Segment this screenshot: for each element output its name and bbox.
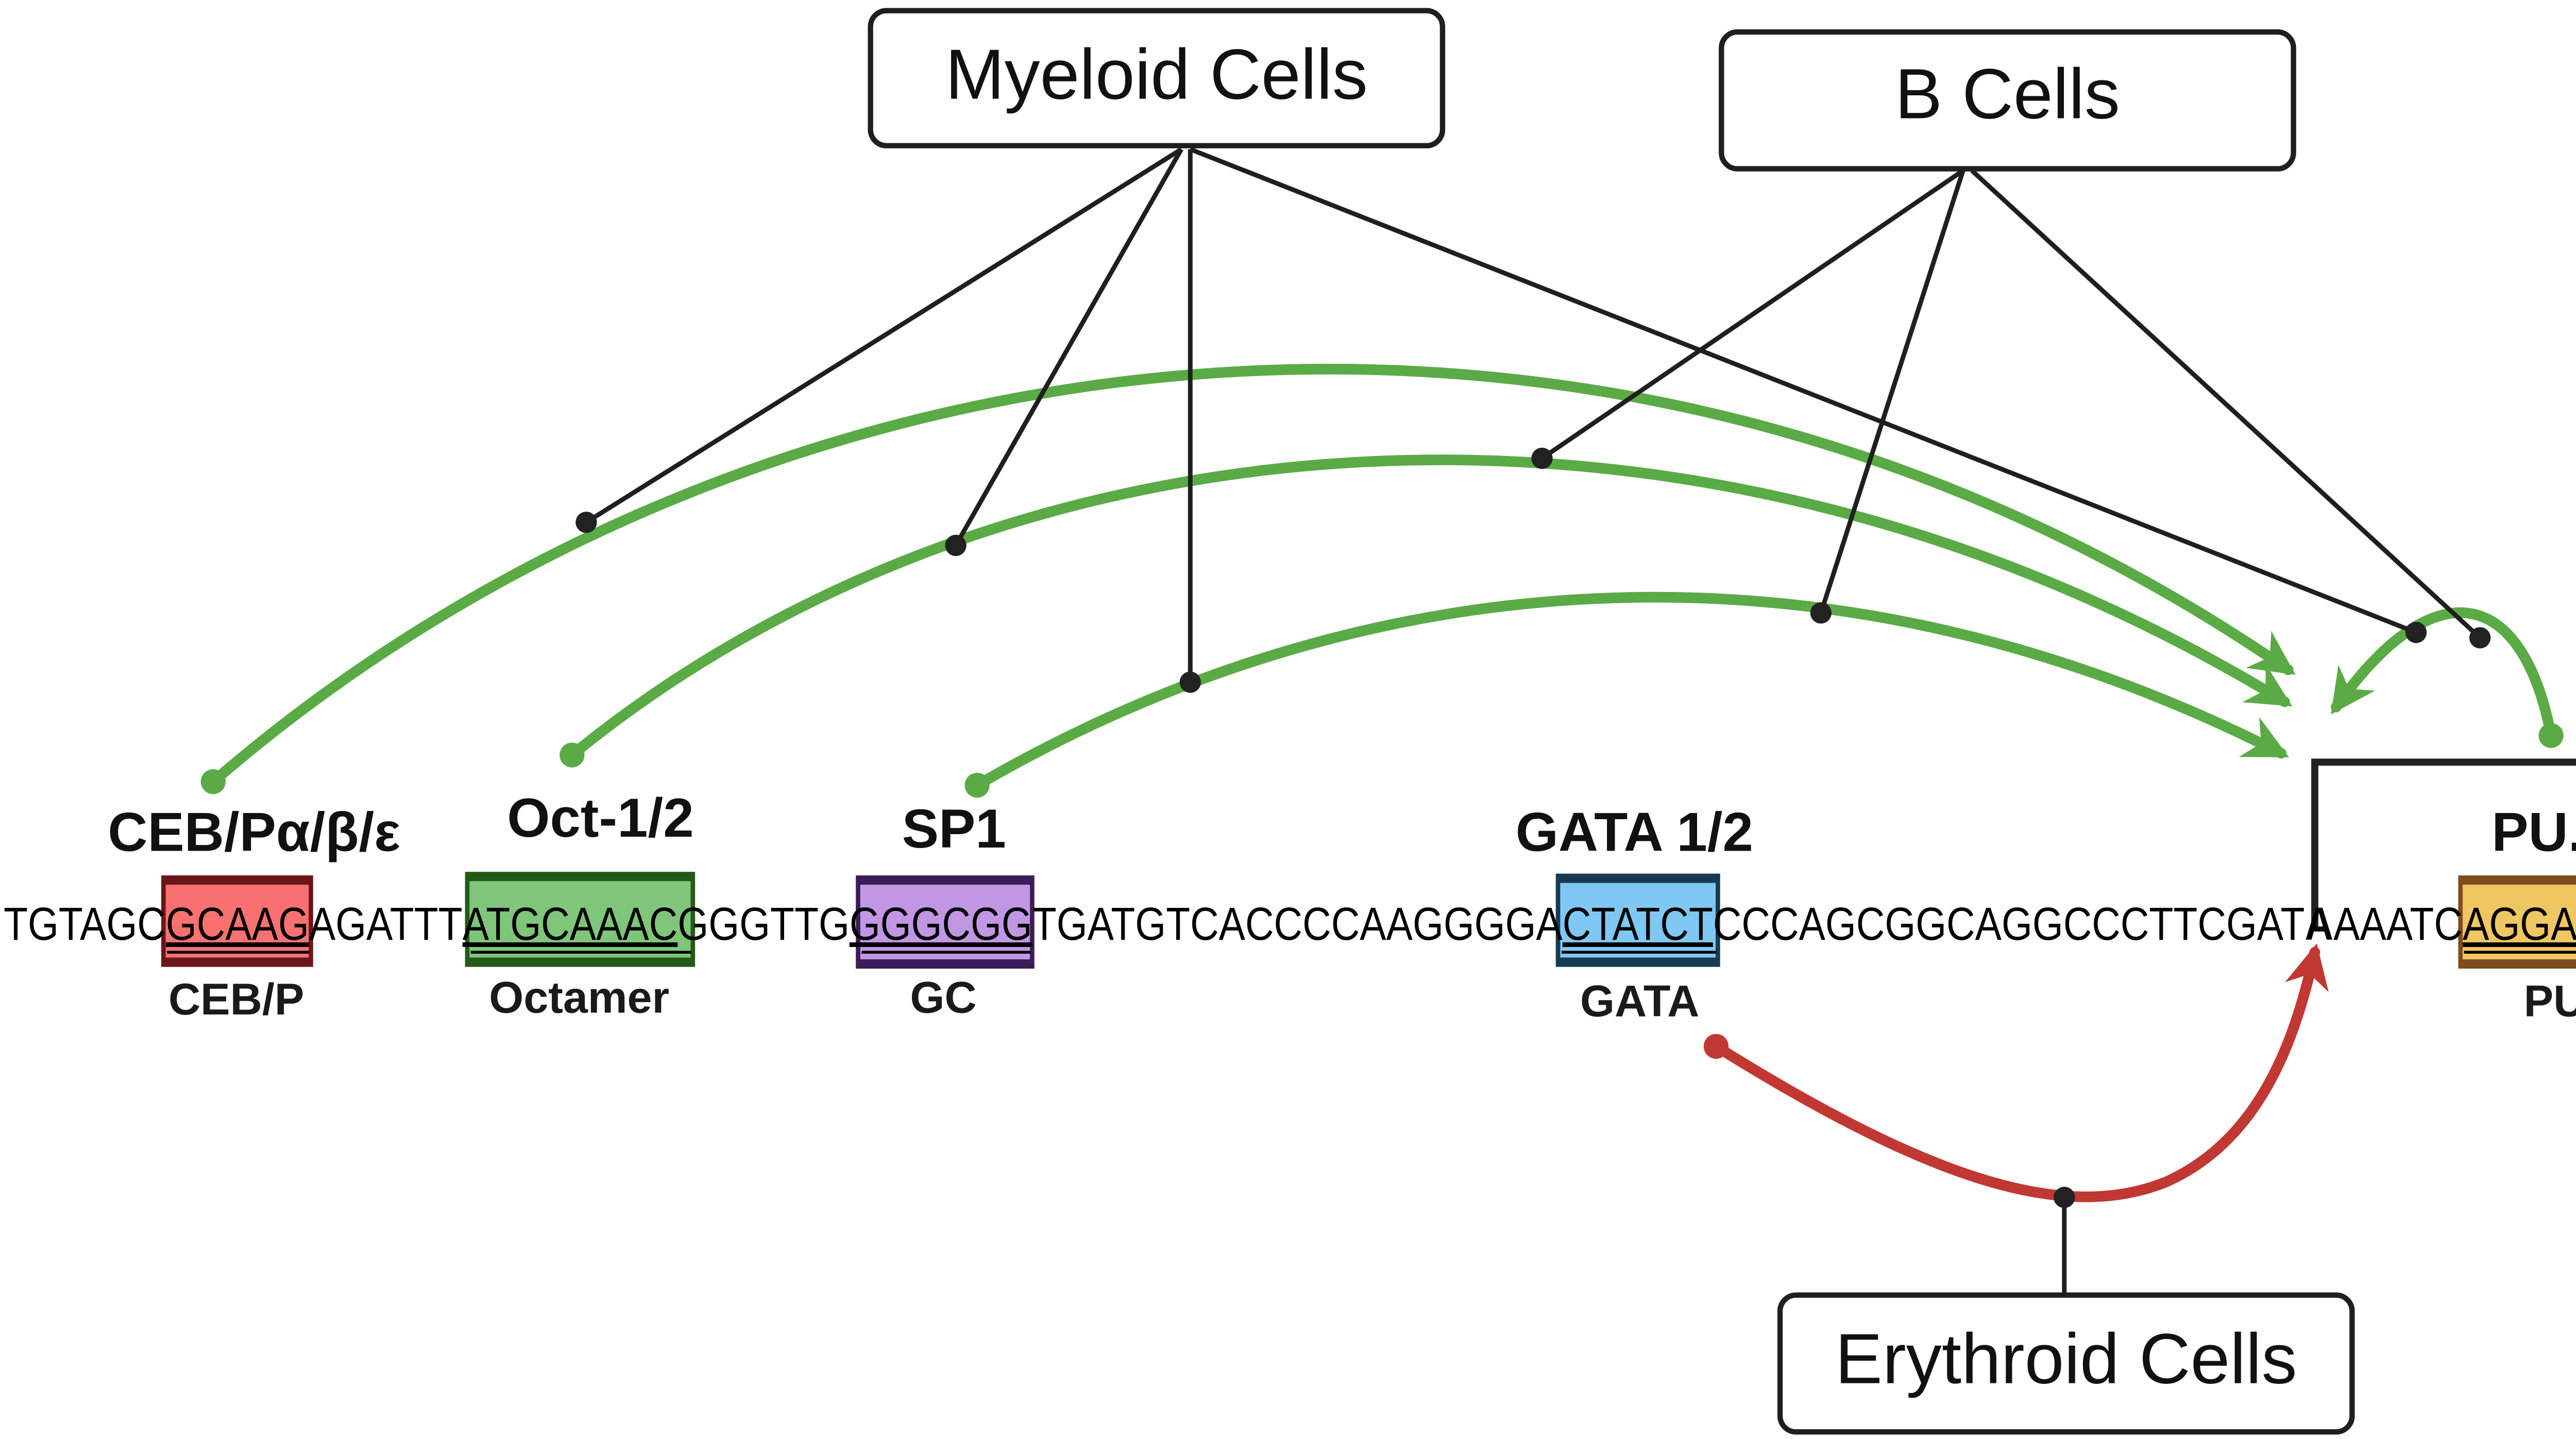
tf-label-pu1: PU.1	[2492, 801, 2576, 863]
node-myeloid-pu1	[2405, 621, 2427, 644]
arc-pu1-start-dot	[2538, 723, 2564, 748]
seq-motif-gc: GGGCGG	[850, 898, 1032, 950]
node-myeloid-oct	[945, 534, 967, 556]
seq-motif-cebp: GCAAG	[166, 898, 309, 950]
erythroid-arc-group	[1703, 943, 2329, 1203]
seq-segment: CCCAGCGGCAGGCCCTTCGAT	[1713, 898, 2305, 950]
site-label-pu: PU	[2524, 976, 2576, 1026]
myeloid-connectors	[575, 147, 2427, 693]
bcell-to-pu1-arc	[1970, 168, 2482, 640]
arc-gata-start-dot	[1703, 1034, 1729, 1059]
tss-arrow	[2311, 758, 2576, 927]
tf-label-sp1: SP1	[902, 798, 1006, 859]
erythroid-cells-label: Erythroid Cells	[1835, 1319, 2297, 1399]
node-bcell-pu1	[2469, 627, 2491, 649]
arc-oct-to-tss	[567, 454, 2293, 760]
node-erythroid-gata	[2054, 1187, 2075, 1208]
tf-label-gata: GATA 1/2	[1516, 801, 1753, 863]
myeloid-cells-label: Myeloid Cells	[945, 35, 1368, 114]
myeloid-to-oct-arc	[954, 148, 1183, 547]
seq-segment: TGATGTCACCCCAAGGGGA	[1032, 898, 1563, 950]
node-myeloid-sp1	[1179, 671, 1201, 693]
seq-segment: AAATC	[2333, 898, 2463, 950]
node-bcell-sp1	[1810, 602, 1832, 624]
myeloid-cells-box: Myeloid Cells	[868, 8, 1446, 148]
seq-segment: GGGTTG	[677, 898, 849, 950]
arc-gata-to-tss	[1710, 943, 2329, 1203]
erythroid-connectors	[2054, 1187, 2075, 1294]
tss-arrow-line	[2311, 758, 2576, 927]
activation-arcs	[200, 364, 2564, 798]
site-label-octamer: Octamer	[489, 973, 669, 1022]
arc-sp1-start-dot	[964, 772, 990, 798]
site-labels: CEB/P Octamer GC GATA PU	[168, 973, 2576, 1026]
tf-label-cebp: CEB/Pα/β/ε	[108, 801, 400, 863]
seq-motif-pu: AGGAAC	[2463, 898, 2576, 950]
seq-segment: TGTAGC	[4, 898, 166, 950]
promoter-sequence: TGTAGCGCAAGAGATTTATGCAAACGGGTTGGGGCGGTGA…	[4, 898, 2576, 950]
myeloid-to-pu1-arc	[1189, 147, 2417, 635]
tf-label-oct: Oct-1/2	[507, 787, 693, 849]
arc-sp1-to-tss	[972, 591, 2289, 791]
arc-pu1-autoregulation	[2331, 607, 2556, 741]
bcell-to-oct-arc	[1540, 168, 1964, 461]
bcell-to-sp1-arc	[1819, 170, 1965, 614]
site-label-cebp: CEB/P	[168, 975, 304, 1024]
seq-motif-gata: CTATCT	[1563, 898, 1713, 950]
seq-motif-octamer: ATGCAAAC	[463, 898, 678, 950]
b-cells-box: B Cells	[1719, 29, 2296, 172]
octamer-site-box	[465, 872, 696, 967]
site-label-gata: GATA	[1580, 976, 1699, 1026]
arc-cebp-to-tss	[208, 364, 2296, 787]
seq-tss-base: A	[2305, 898, 2334, 950]
erythroid-cells-box: Erythroid Cells	[1777, 1292, 2355, 1435]
tf-labels: CEB/Pα/β/ε Oct-1/2 SP1 GATA 1/2 PU.1	[108, 787, 2576, 863]
arc-oct-start-dot	[560, 742, 585, 768]
b-cell-connectors	[1531, 168, 2491, 649]
b-cells-label: B Cells	[1895, 55, 2120, 134]
node-bcell-oct	[1531, 447, 1553, 469]
myeloid-to-cebp-arc	[585, 147, 1183, 524]
node-myeloid-cebp	[575, 512, 597, 533]
seq-segment: AGATTT	[309, 898, 463, 950]
arc-cebp-start-dot	[200, 769, 226, 794]
site-label-gc: GC	[910, 973, 976, 1022]
